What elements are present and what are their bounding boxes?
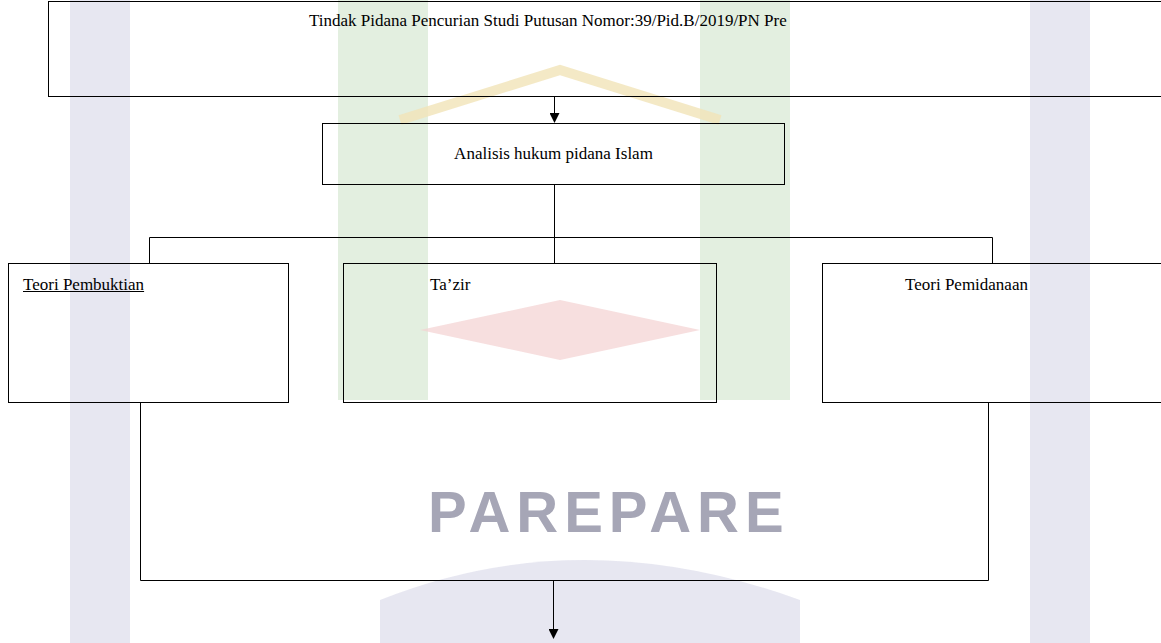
connector — [555, 185, 993, 263]
node-text: Ta’zir — [430, 274, 716, 295]
node-text: Teori Pemidanaan — [905, 274, 1161, 295]
theory-box: Teori Pemidanaan — [822, 263, 1161, 403]
theory-box: Ta’zir — [343, 263, 717, 403]
connector — [554, 97, 555, 122]
theory-box: Teori Pembuktian — [8, 263, 289, 403]
connector — [150, 185, 555, 263]
title-box: Tindak Pidana Pencurian Studi Putusan No… — [48, 1, 1161, 97]
node-text: Teori Pembuktian — [23, 274, 288, 295]
process-box: Analisis hukum pidana Islam — [322, 123, 785, 185]
watermark-text: PAREPARE — [428, 478, 790, 545]
merge-bracket — [141, 403, 989, 638]
node-text: Analisis hukum pidana Islam — [454, 143, 653, 164]
node-text: Tindak Pidana Pencurian Studi Putusan No… — [309, 10, 1161, 31]
